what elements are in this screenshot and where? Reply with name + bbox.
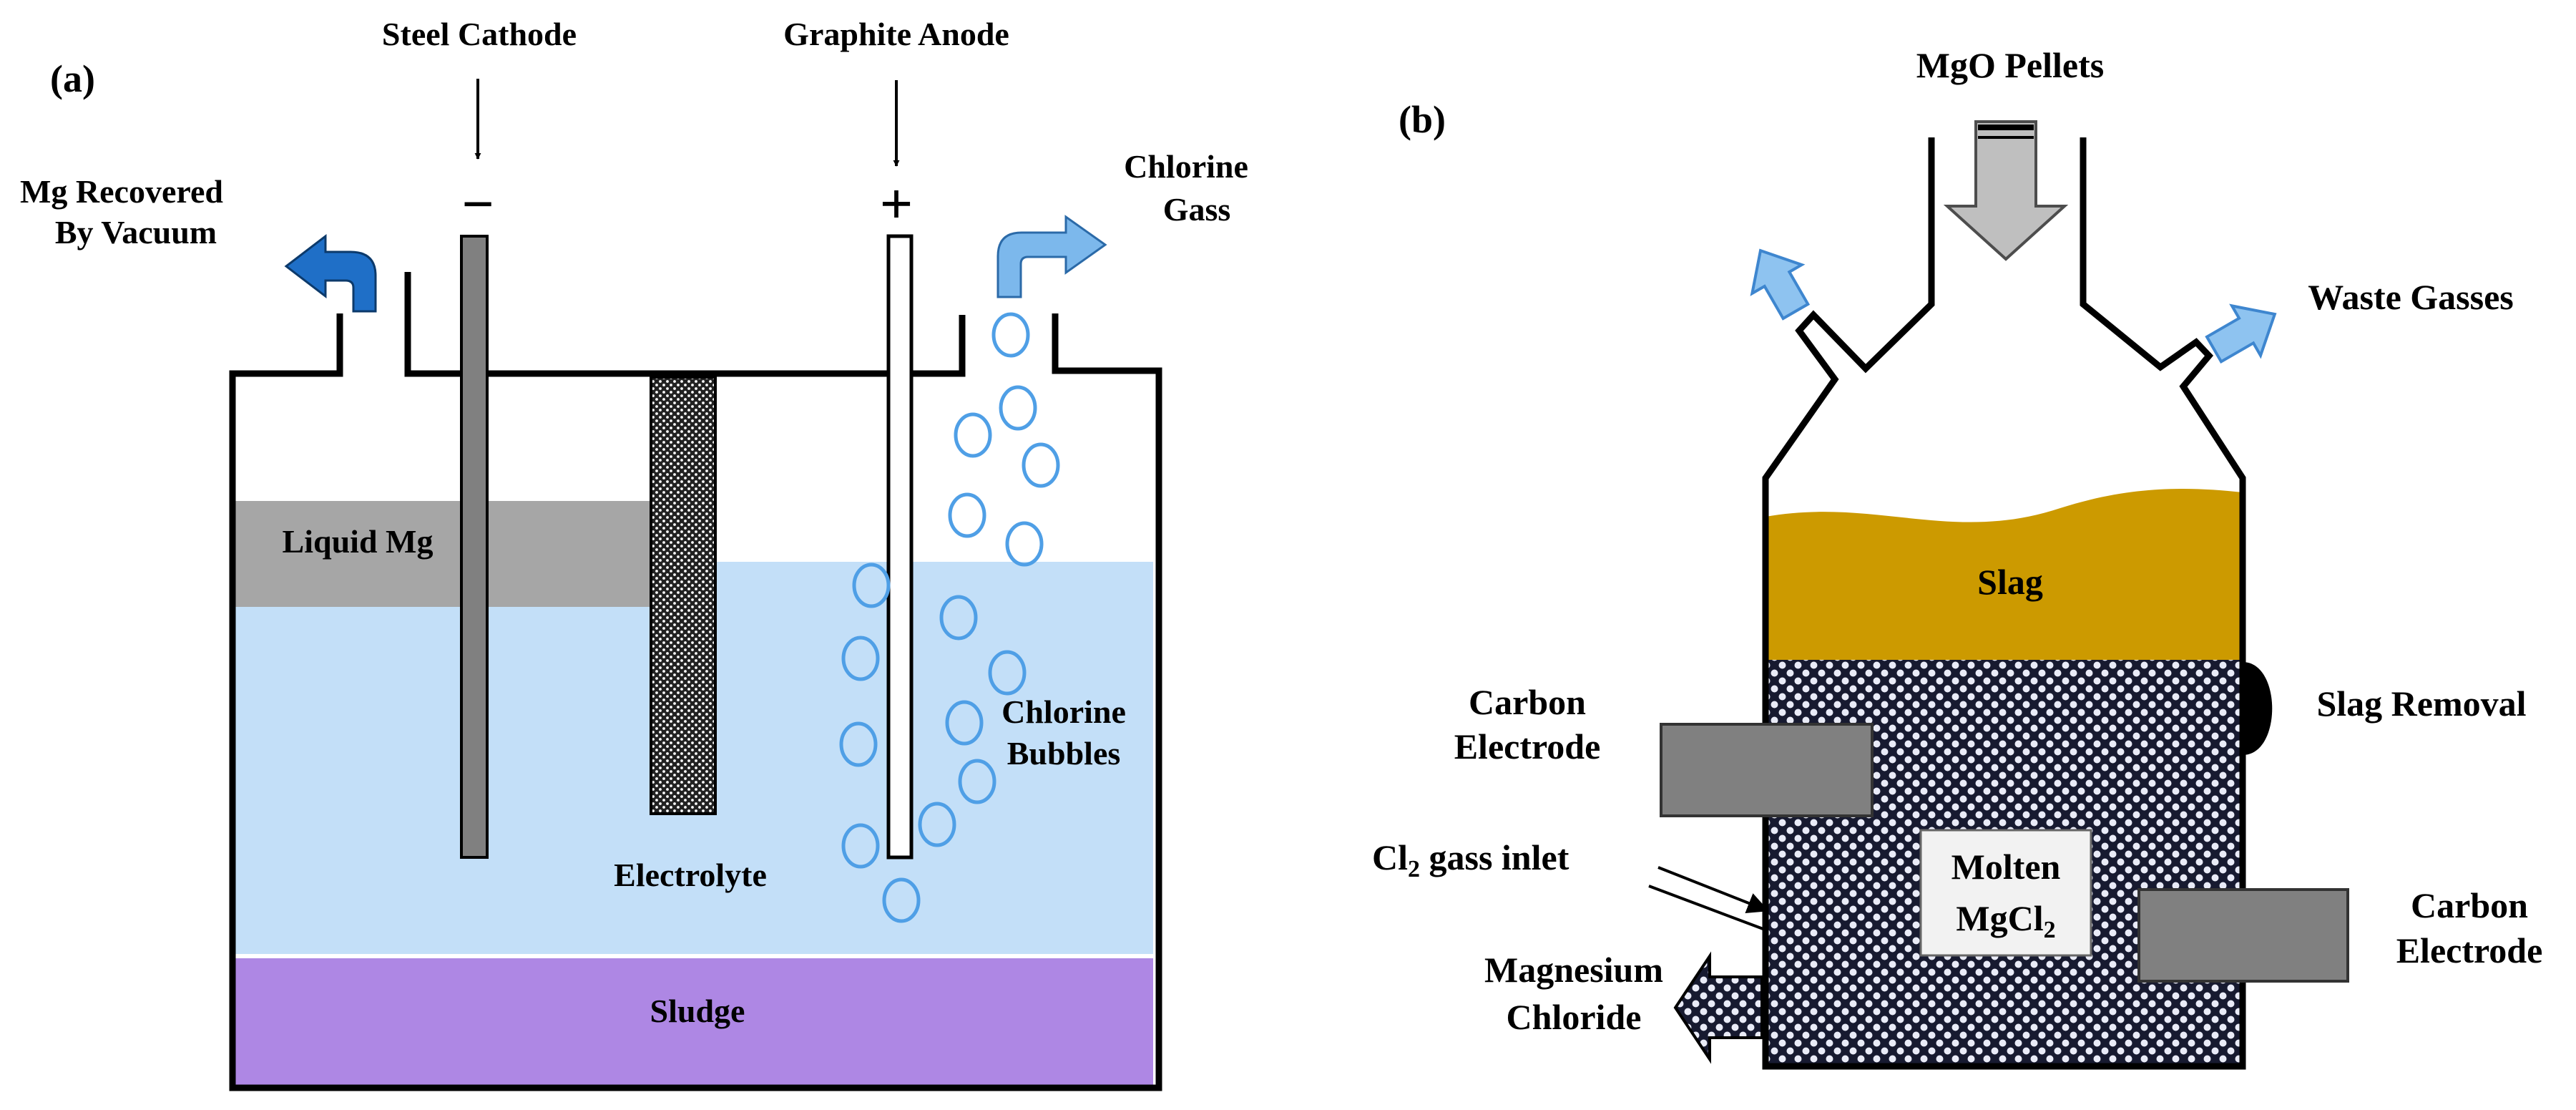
chlorine-bubbles — [839, 312, 1060, 923]
bubble — [958, 759, 996, 804]
liquid-mg-layer — [235, 501, 651, 607]
slag-removal-tap — [2243, 662, 2273, 755]
bubble — [1005, 521, 1044, 567]
graphite-anode-label: Graphite Anode — [783, 16, 1009, 52]
bubble — [939, 595, 978, 641]
slag-removal-label: Slag Removal — [2316, 683, 2526, 724]
waste-gasses-label: Waste Gasses — [2308, 277, 2514, 317]
vessel-a-lid — [404, 272, 966, 377]
bubble — [988, 650, 1027, 696]
magnesium-chloride-label-line1: Magnesium — [1484, 950, 1663, 990]
minus-sign: − — [461, 173, 494, 236]
carbon-electrode-right — [2137, 888, 2349, 983]
waste-gas-arrow-left — [1750, 248, 1811, 321]
chlorine-gas-label-line1: Chlorine — [1124, 148, 1248, 185]
molten-label-line2: MgCl2 — [1956, 898, 2055, 943]
molten-label-line1: Molten — [1951, 847, 2061, 887]
bubble — [954, 412, 992, 458]
vessel-b — [1762, 137, 2246, 1070]
bubble — [841, 636, 880, 681]
magnesium-chloride-outlet-arrow — [1673, 951, 1763, 1064]
graphite-diaphragm — [650, 376, 717, 815]
electrolyte-label: Electrolyte — [614, 857, 767, 893]
mgo-feed-arrow — [1943, 120, 2069, 261]
bubble — [1022, 442, 1060, 488]
chlorine-bubbles-label-line2: Bubbles — [1007, 735, 1121, 771]
cl2-inlet-pipe-bottom — [1648, 885, 1768, 932]
steel-cathode — [460, 235, 489, 859]
panel-b-tag: (b) — [1399, 98, 1446, 141]
waste-gas-arrow-right — [2205, 303, 2277, 364]
slag-label: Slag — [1977, 562, 2043, 602]
bubble — [918, 802, 956, 847]
vessel-a — [229, 313, 1162, 1091]
bubble — [945, 700, 984, 746]
electrolyte-right-top — [715, 562, 1153, 612]
panel-a: (a) Steel Cathode − Graphite Anode + Mg … — [20, 16, 1248, 1091]
carbon-electrode-left-label-line2: Electrode — [1454, 726, 1601, 766]
carbon-electrode-left — [1660, 723, 1874, 817]
carbon-electrode-right-label-line1: Carbon — [2411, 885, 2528, 925]
bubble — [991, 312, 1030, 358]
bubble — [839, 721, 878, 767]
carbon-electrode-left-label-line1: Carbon — [1469, 682, 1586, 722]
liquid-mg-label: Liquid Mg — [283, 523, 434, 560]
steel-cathode-label: Steel Cathode — [382, 16, 577, 52]
magnesium-chloride-label-line2: Chloride — [1507, 997, 1642, 1037]
panel-a-tag: (a) — [50, 57, 95, 100]
bubble — [999, 385, 1037, 431]
chlorine-gas-label-line2: Gass — [1163, 191, 1231, 228]
carbon-electrode-right-label-line2: Electrode — [2396, 930, 2543, 970]
plus-sign: + — [880, 171, 914, 236]
bubble — [882, 877, 921, 923]
sludge-layer — [235, 956, 1153, 1085]
panel-b: (b) MgO Pellets Waste Gasses Slag Slag R… — [1372, 45, 2543, 1070]
molten-label-box — [1919, 829, 2092, 957]
chlorine-gas-arrow — [996, 215, 1107, 298]
mg-recovered-label-line1: Mg Recovered — [20, 173, 223, 210]
bubble — [841, 823, 880, 869]
vacuum-outlet-arrow — [284, 233, 377, 313]
bubble — [852, 563, 891, 608]
mgo-pellets-label: MgO Pellets — [1916, 45, 2104, 85]
slag-layer — [1766, 488, 2243, 660]
sludge-label: Sludge — [650, 993, 745, 1029]
chlorine-bubbles-label-line1: Chlorine — [1001, 693, 1126, 730]
graphite-anode — [886, 234, 914, 860]
cl2-inlet-pipe-top — [1657, 866, 1769, 914]
mg-recovered-label-line2: By Vacuum — [55, 214, 217, 250]
cl2-inlet-label: Cl2 gass inlet — [1372, 837, 1569, 882]
bubble — [948, 492, 986, 538]
